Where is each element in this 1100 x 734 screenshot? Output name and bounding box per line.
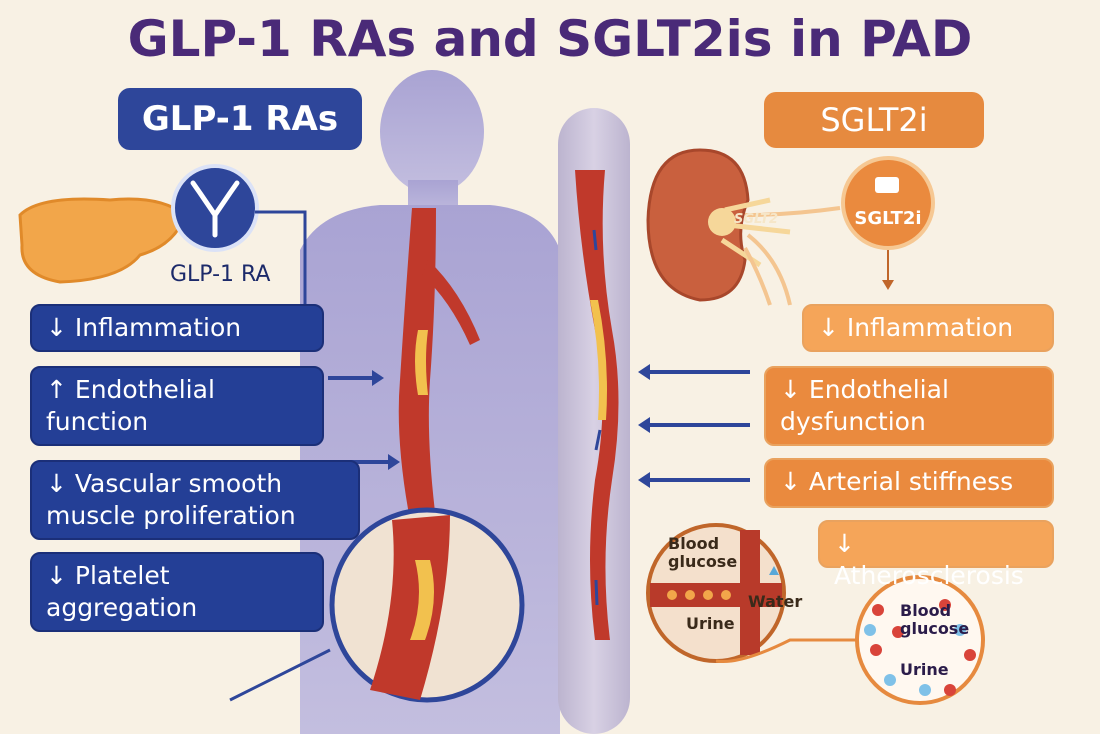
kidney-zoom-circle	[646, 523, 786, 663]
sglt2i-header: SGLT2i	[764, 92, 984, 148]
glucose-zoom-circle	[855, 575, 985, 705]
glp1-effect-inflammation: ↓ Inflammation	[30, 304, 324, 352]
sglt2i-drug-icon	[841, 156, 935, 290]
zoom2-blood-label: Blood glucose	[900, 601, 970, 638]
zoom1-water-label: Water	[748, 592, 803, 611]
body-artery	[398, 208, 480, 520]
sglt2i-effect-inflammation: ↓ Inflammation	[802, 304, 1054, 352]
artery-zoom-circle	[229, 507, 525, 703]
zoom1-blood-label: Blood glucose	[668, 534, 738, 571]
kidney-icon	[646, 148, 791, 302]
receptor-antibody-icon	[171, 164, 259, 252]
zoom1-urine-label: Urine	[686, 614, 735, 633]
vessel-tube	[558, 108, 630, 734]
sglt2i-effect-atherosclerosis: ↓ Atherosclerosis	[818, 520, 1054, 590]
sglt2i-effect-endothelial: ↓ Endothelial dysfunction	[764, 366, 1054, 446]
glp1-header: GLP-1 RAs	[118, 88, 362, 150]
glp1-effect-platelet: ↓ Platelet aggregation	[30, 552, 324, 632]
kidney-sglt2-label: SGLT2	[734, 212, 779, 227]
glp1-effect-endothelial: ↑ Endothelial function	[30, 366, 324, 446]
sglt2i-effect-stiffness: ↓ Arterial stiffness	[764, 458, 1054, 508]
zoom2-urine-label: Urine	[900, 660, 949, 679]
pancreas-icon	[18, 197, 187, 284]
glp1-ra-label: GLP-1 RA	[170, 262, 271, 287]
glp1-effect-vsmc: ↓ Vascular smooth muscle proliferation	[30, 460, 360, 540]
right-arrows	[638, 364, 750, 488]
page-title: GLP-1 RAs and SGLT2is in PAD	[127, 10, 973, 68]
sglt2i-drug-label: SGLT2i	[854, 208, 922, 229]
